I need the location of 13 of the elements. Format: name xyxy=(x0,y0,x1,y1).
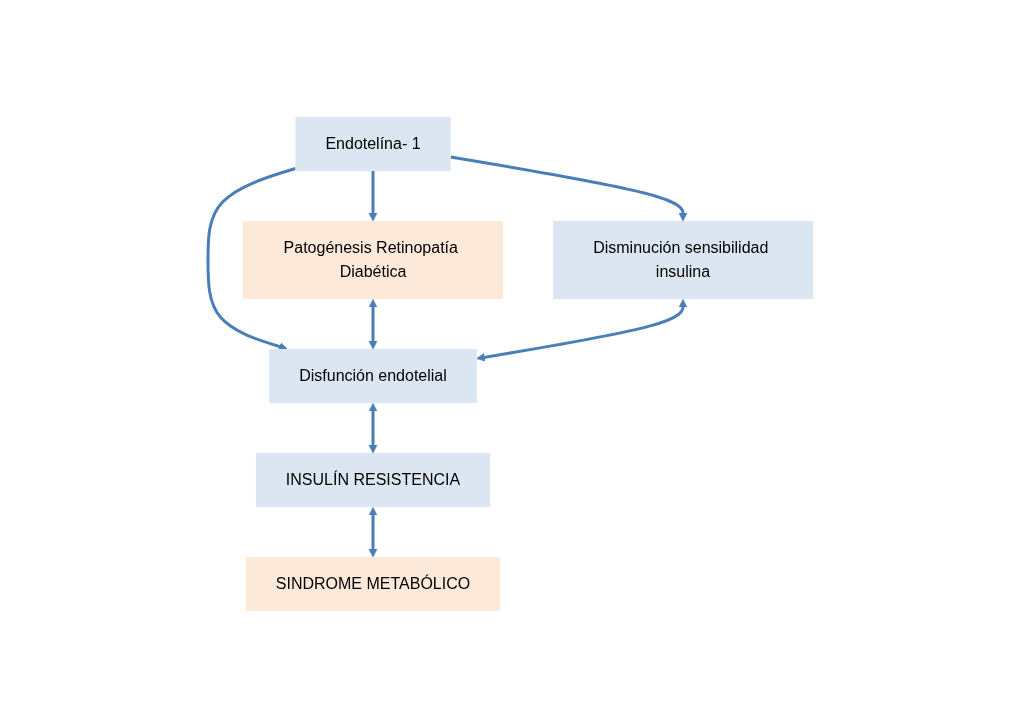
node-box: INSULÍN RESISTENCIA xyxy=(255,452,490,507)
arrow xyxy=(475,298,687,362)
node-box: Patogénesis Retinopatía Diabética xyxy=(242,220,503,299)
node-box: SINDROME METABÓLICO xyxy=(245,556,500,611)
node-box: Disfunción endotelial xyxy=(268,348,477,403)
arrow xyxy=(368,402,377,453)
node-box: Endotelína- 1 xyxy=(294,116,451,171)
arrow xyxy=(368,170,377,221)
arrow xyxy=(368,506,377,557)
arrow xyxy=(368,298,377,349)
arrow xyxy=(449,155,687,221)
arrow xyxy=(206,166,296,351)
node-box: Disminución sensibilidad insulina xyxy=(552,220,813,299)
